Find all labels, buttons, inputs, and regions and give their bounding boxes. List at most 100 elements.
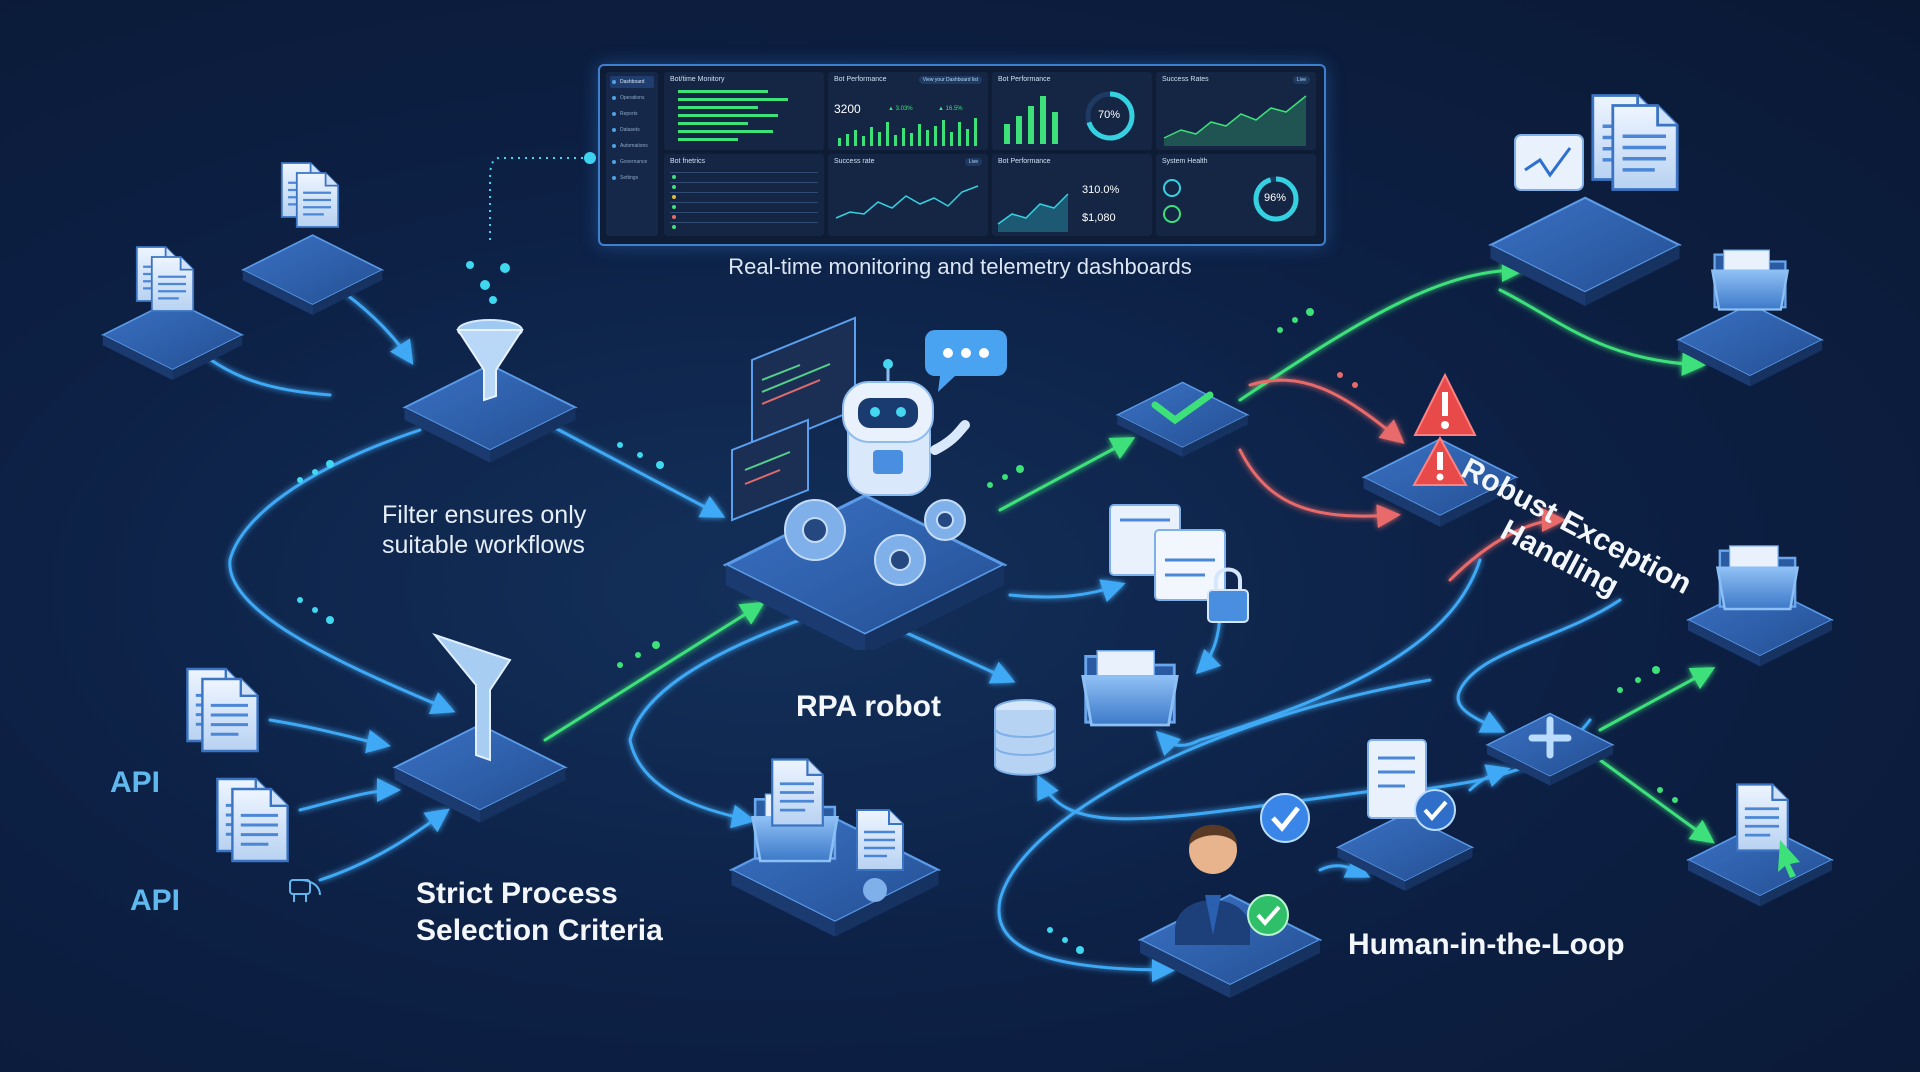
flow-plus-to-database bbox=[1037, 774, 1382, 821]
document-icon bbox=[150, 255, 195, 313]
selection-criteria-label: Strict Process Selection Criteria bbox=[416, 875, 663, 949]
kpi-value: 3200 bbox=[834, 102, 861, 116]
panel-title: Bot Performance bbox=[998, 158, 1051, 165]
bot-metrics-panel: Bot fnetrics bbox=[664, 154, 824, 236]
success-rate-panel: Success rate Live bbox=[828, 154, 988, 236]
flow-plus-to-folder bbox=[1598, 667, 1716, 732]
folder-icon bbox=[1715, 544, 1800, 611]
filter-caption-line: Filter ensures only bbox=[382, 501, 587, 529]
folder-icon bbox=[1081, 649, 1179, 727]
docs-platform-right bbox=[1489, 196, 1681, 308]
flow-robot-to-folder bbox=[898, 628, 1016, 684]
sidebar-item[interactable]: Datasets bbox=[610, 124, 654, 136]
cursor-icon bbox=[1778, 840, 1800, 878]
bot-performance-kpi-panel: Bot Performance 310.0% $1,080 bbox=[992, 154, 1152, 236]
checkmark-icon bbox=[1247, 793, 1310, 936]
kpi-delta: ▲ 16.5% bbox=[938, 106, 963, 112]
panel-pill[interactable]: Live bbox=[1292, 76, 1310, 84]
flow-check-to-exception bbox=[1248, 378, 1405, 444]
flow-robot-to-lockdoc bbox=[1008, 579, 1126, 603]
panel-title: Success rate bbox=[834, 158, 875, 165]
rpa-robot-label: RPA robot bbox=[796, 690, 941, 723]
document-icon bbox=[200, 677, 260, 753]
selection-criteria-line: Strict Process bbox=[416, 877, 618, 910]
flow-filter-to-robot bbox=[538, 418, 726, 518]
kpi-value: $1,080 bbox=[1082, 212, 1116, 224]
database-icon bbox=[994, 699, 1056, 776]
sidebar-item[interactable]: Governance bbox=[610, 156, 654, 168]
flow-to-folder-top bbox=[1498, 288, 1706, 377]
selection-criteria-line: Selection Criteria bbox=[416, 914, 663, 947]
panel-title: Bot/time Monitory bbox=[670, 76, 725, 83]
panel-title: Bot Performance bbox=[998, 76, 1051, 83]
sidebar-item[interactable]: Dashboard bbox=[610, 76, 654, 88]
code-screen-icon bbox=[731, 316, 856, 522]
panel-title: Success Rates bbox=[1162, 76, 1209, 83]
flow-plug-to-funnel bbox=[318, 808, 450, 882]
chart-bubble-icon bbox=[1514, 134, 1584, 191]
doc-platform-top bbox=[241, 234, 384, 316]
flow-plus-to-doc bbox=[1598, 758, 1715, 844]
flow-exception-loop bbox=[1448, 508, 1566, 582]
panel-pill[interactable]: Live bbox=[964, 158, 982, 166]
flow-retry-to-exception bbox=[1238, 448, 1401, 529]
flow-exception-to-plus bbox=[1456, 598, 1622, 733]
kpi-value: 310.0% bbox=[1082, 184, 1120, 196]
gauge-value: 96% bbox=[1264, 192, 1287, 204]
flow-api2-to-funnel bbox=[298, 778, 401, 812]
filter-caption: Filter ensures only suitable workflows bbox=[382, 500, 586, 560]
document-icon bbox=[1610, 103, 1680, 192]
flow-robot-to-folders-down bbox=[628, 618, 802, 829]
sidebar-item[interactable]: Operations bbox=[610, 92, 654, 104]
panel-pill[interactable]: View your Dashboard list bbox=[918, 76, 982, 84]
dashboard-link-line bbox=[489, 157, 590, 240]
bot-performance-gauge-panel: Bot Performance 70% bbox=[992, 72, 1152, 150]
bar-list bbox=[678, 90, 788, 141]
flow-funnel-to-robot bbox=[543, 601, 766, 742]
sidebar-item[interactable]: Automations bbox=[610, 140, 654, 152]
robot-icon bbox=[842, 359, 970, 496]
plus-icon bbox=[1528, 716, 1572, 759]
success-rates-panel: Success Rates Live bbox=[1156, 72, 1316, 150]
flow-loop-to-human bbox=[997, 678, 1432, 982]
checkmark-icon bbox=[1151, 391, 1214, 425]
review-platform bbox=[1336, 812, 1474, 892]
document-icon bbox=[855, 808, 905, 872]
api-label: API bbox=[130, 884, 181, 917]
monitoring-dashboard[interactable]: Dashboard Operations Reports Datasets Au… bbox=[598, 64, 1326, 246]
bot-monitor-panel: Bot/time Monitory bbox=[664, 72, 824, 150]
folder-platform-top-right bbox=[1677, 303, 1823, 388]
warning-icon bbox=[1412, 372, 1477, 486]
health-gauges bbox=[1163, 176, 1299, 223]
funnel-icon bbox=[456, 319, 524, 402]
flow-check-to-docs bbox=[1238, 258, 1526, 402]
bar-sparkline bbox=[838, 118, 977, 146]
document-icon bbox=[230, 787, 290, 863]
document-icon bbox=[770, 758, 825, 827]
flow-loop-to-funnel bbox=[228, 428, 456, 715]
bars-and-gauge bbox=[1004, 91, 1135, 144]
sidebar-item[interactable]: Reports bbox=[610, 108, 654, 120]
flow-api1-to-funnel bbox=[268, 718, 391, 754]
flow-human-to-review bbox=[1318, 856, 1371, 878]
panel-title: Bot fnetrics bbox=[670, 158, 706, 165]
check-platform bbox=[1116, 381, 1249, 458]
panel-title: System Health bbox=[1162, 158, 1208, 165]
funnel-icon bbox=[432, 632, 512, 762]
filter-caption-line: suitable workflows bbox=[382, 531, 585, 559]
folder-icon bbox=[1710, 248, 1790, 311]
plug-icon bbox=[289, 879, 321, 902]
gauge-value: 70% bbox=[1098, 109, 1121, 121]
line-sparkline bbox=[835, 185, 979, 219]
document-icon bbox=[295, 171, 340, 229]
area-sparkline bbox=[997, 193, 1069, 232]
review-document-icon bbox=[1367, 739, 1456, 831]
particle-trails bbox=[297, 152, 1678, 954]
dashboard-caption: Real-time monitoring and telemetry dashb… bbox=[728, 254, 1192, 279]
dashboard-sidebar: Dashboard Operations Reports Datasets Au… bbox=[606, 72, 658, 236]
gear-icon bbox=[863, 878, 887, 902]
sidebar-item[interactable]: Settings bbox=[610, 172, 654, 184]
api-label: API bbox=[110, 766, 161, 799]
flow-exception-to-folder bbox=[1155, 558, 1482, 757]
